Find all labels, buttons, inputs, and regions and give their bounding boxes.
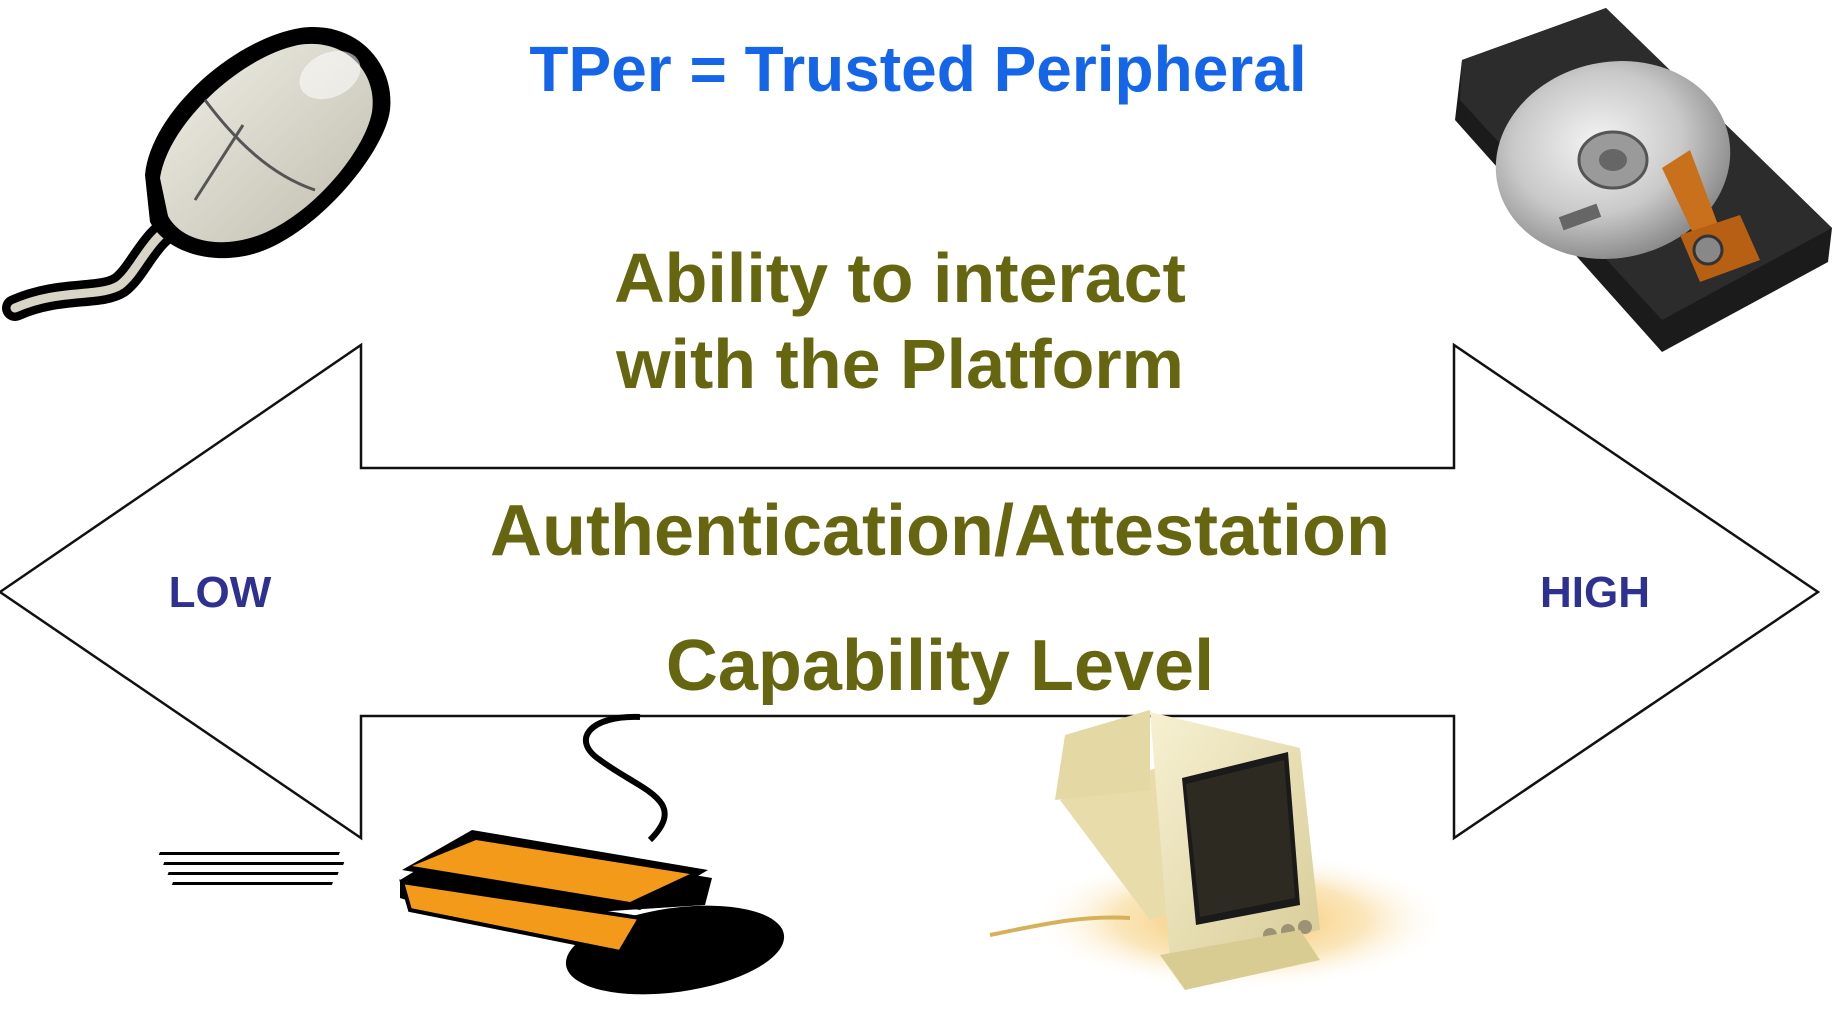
double-arrow — [0, 342, 1821, 841]
page-title: TPer = Trusted Peripheral — [529, 33, 1307, 105]
ability-line-1: Ability to interact — [614, 239, 1186, 317]
capability-label: Capability Level — [665, 626, 1215, 706]
authentication-label: Authentication/Attestation — [490, 491, 1390, 571]
mouse-icon — [2, 27, 391, 321]
ability-label: Ability to interact with the Platform — [450, 235, 1350, 407]
low-label: LOW — [168, 568, 272, 617]
ability-line-2: with the Platform — [616, 325, 1184, 403]
hard-drive-icon — [1455, 8, 1832, 352]
keyboard-icon — [158, 713, 785, 995]
high-label: HIGH — [1540, 568, 1650, 617]
crt-monitor-icon — [989, 710, 1450, 990]
